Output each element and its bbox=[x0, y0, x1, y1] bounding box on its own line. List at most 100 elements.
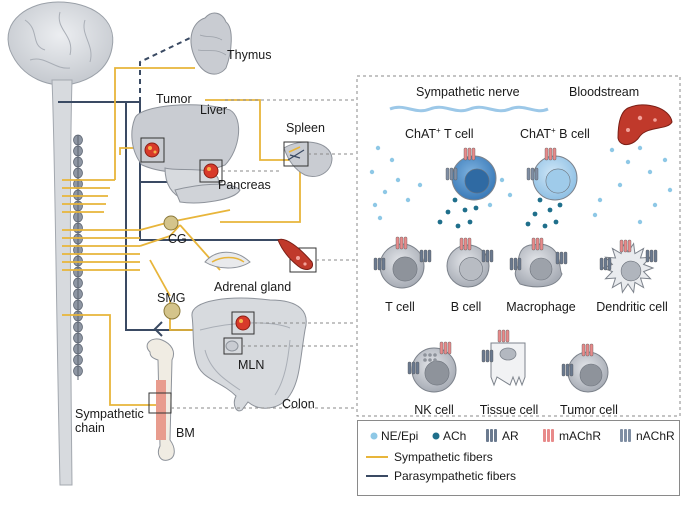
ar-receptor bbox=[561, 363, 566, 377]
immune-cells bbox=[373, 147, 658, 393]
label-bm: BM bbox=[176, 426, 195, 440]
ar-receptor bbox=[481, 249, 486, 263]
nachr-receptor bbox=[453, 167, 458, 181]
ar-receptor bbox=[407, 361, 412, 375]
cell-tissue bbox=[481, 329, 526, 387]
cell-macrophage bbox=[509, 237, 568, 288]
chat-b-cell bbox=[526, 147, 578, 201]
machr-receptor bbox=[439, 341, 444, 355]
ar-receptor bbox=[411, 361, 416, 375]
ne-epi-dot bbox=[372, 202, 378, 208]
label-smg: SMG bbox=[157, 291, 186, 305]
label-b-cell: B cell bbox=[450, 300, 482, 314]
ach-dot bbox=[437, 219, 443, 225]
label-tumor-cell: Tumor cell bbox=[560, 403, 618, 417]
machr-receptor bbox=[535, 237, 540, 251]
ach-dot bbox=[532, 211, 538, 217]
ar-receptor bbox=[653, 249, 658, 263]
ne-epi-dot bbox=[667, 187, 673, 193]
ar-receptor bbox=[481, 349, 486, 363]
ar-receptor bbox=[489, 349, 494, 363]
nachr-receptor bbox=[449, 167, 454, 181]
leader-lines bbox=[171, 99, 355, 409]
brain bbox=[7, 1, 114, 86]
ach-dot bbox=[537, 197, 543, 203]
machr-receptor bbox=[619, 239, 624, 253]
ne-epi-dot bbox=[617, 182, 623, 188]
nachr-receptor bbox=[530, 167, 535, 181]
machr-receptor bbox=[623, 239, 628, 253]
cg-ganglion bbox=[163, 215, 179, 231]
machr-receptor bbox=[539, 237, 544, 251]
label-macrophage: Macrophage bbox=[506, 300, 576, 314]
ar-receptor bbox=[599, 257, 604, 271]
label-cg: CG bbox=[168, 232, 187, 246]
ar-receptor bbox=[381, 257, 386, 271]
machr-receptor bbox=[581, 343, 586, 357]
label-sympathetic-nerve: Sympathetic nerve bbox=[416, 85, 520, 99]
ach-dot bbox=[445, 209, 451, 215]
label-nk-cell: NK cell bbox=[414, 403, 454, 417]
ar-receptor bbox=[569, 363, 574, 377]
ar-receptor bbox=[645, 249, 650, 263]
label-tumor: Tumor bbox=[156, 92, 192, 106]
label-adrenal-gland: Adrenal gland bbox=[214, 280, 292, 294]
ne-epi-dot bbox=[369, 169, 375, 175]
label-mln: MLN bbox=[238, 358, 265, 372]
legend-graphics bbox=[366, 429, 631, 477]
legend-parasympathetic-fibers: Parasympathetic fibers bbox=[394, 469, 517, 483]
machr-receptor bbox=[471, 147, 476, 161]
ach-dot bbox=[473, 205, 479, 211]
ar-receptor bbox=[509, 257, 514, 271]
ar-receptor bbox=[373, 257, 378, 271]
ar-receptor bbox=[555, 251, 560, 265]
machr-receptor bbox=[505, 329, 510, 343]
ne-epi-dot bbox=[637, 219, 643, 225]
transmitter-dots bbox=[369, 145, 673, 229]
ne-epi-dot bbox=[647, 169, 653, 175]
ne-epi-dot bbox=[597, 197, 603, 203]
ach-dot bbox=[553, 219, 559, 225]
liver bbox=[131, 104, 240, 173]
ach-dot bbox=[462, 207, 468, 213]
cell-tumor bbox=[561, 343, 609, 393]
legend-ar: AR bbox=[502, 429, 519, 443]
ne-epi-dot bbox=[487, 202, 493, 208]
legend-nachr-icon bbox=[620, 429, 631, 442]
legend-ach: ACh bbox=[443, 429, 467, 443]
adrenal-gland bbox=[204, 251, 251, 269]
legend-ne-epi-icon bbox=[370, 432, 378, 440]
machr-receptor bbox=[531, 237, 536, 251]
ar-receptor bbox=[513, 257, 518, 271]
label-chat-t-cell: ChAT+ T cell bbox=[405, 125, 474, 141]
thymus bbox=[190, 12, 232, 75]
ne-epi-dot bbox=[609, 147, 615, 153]
pancreas-organ bbox=[174, 183, 241, 204]
ne-epi-dot bbox=[662, 157, 668, 163]
label-t-cell: T cell bbox=[385, 300, 415, 314]
machr-receptor bbox=[544, 147, 549, 161]
label-sympathetic-chain-2: chain bbox=[75, 421, 105, 435]
machr-receptor bbox=[589, 343, 594, 357]
ach-dot bbox=[452, 197, 458, 203]
machr-receptor bbox=[403, 236, 408, 250]
ach-dot bbox=[467, 219, 473, 225]
ach-dot bbox=[525, 221, 531, 227]
ne-epi-dot bbox=[507, 192, 513, 198]
ach-dot bbox=[542, 223, 548, 229]
ne-epi-dot bbox=[637, 145, 643, 151]
label-tissue-cell: Tissue cell bbox=[479, 403, 539, 417]
cell-b bbox=[446, 237, 494, 288]
ach-dot bbox=[547, 207, 553, 213]
machr-receptor bbox=[627, 239, 632, 253]
machr-receptor bbox=[467, 237, 472, 251]
legend-ne-epi: NE/Epi bbox=[381, 429, 419, 443]
label-sympathetic-chain-1: Sympathetic bbox=[75, 407, 144, 421]
legend-nachr: nAChR bbox=[636, 429, 675, 443]
ar-receptor bbox=[419, 249, 424, 263]
blood-vessel bbox=[277, 238, 317, 273]
machr-receptor bbox=[497, 329, 502, 343]
ar-receptor bbox=[485, 249, 490, 263]
detail-panel bbox=[356, 75, 681, 417]
